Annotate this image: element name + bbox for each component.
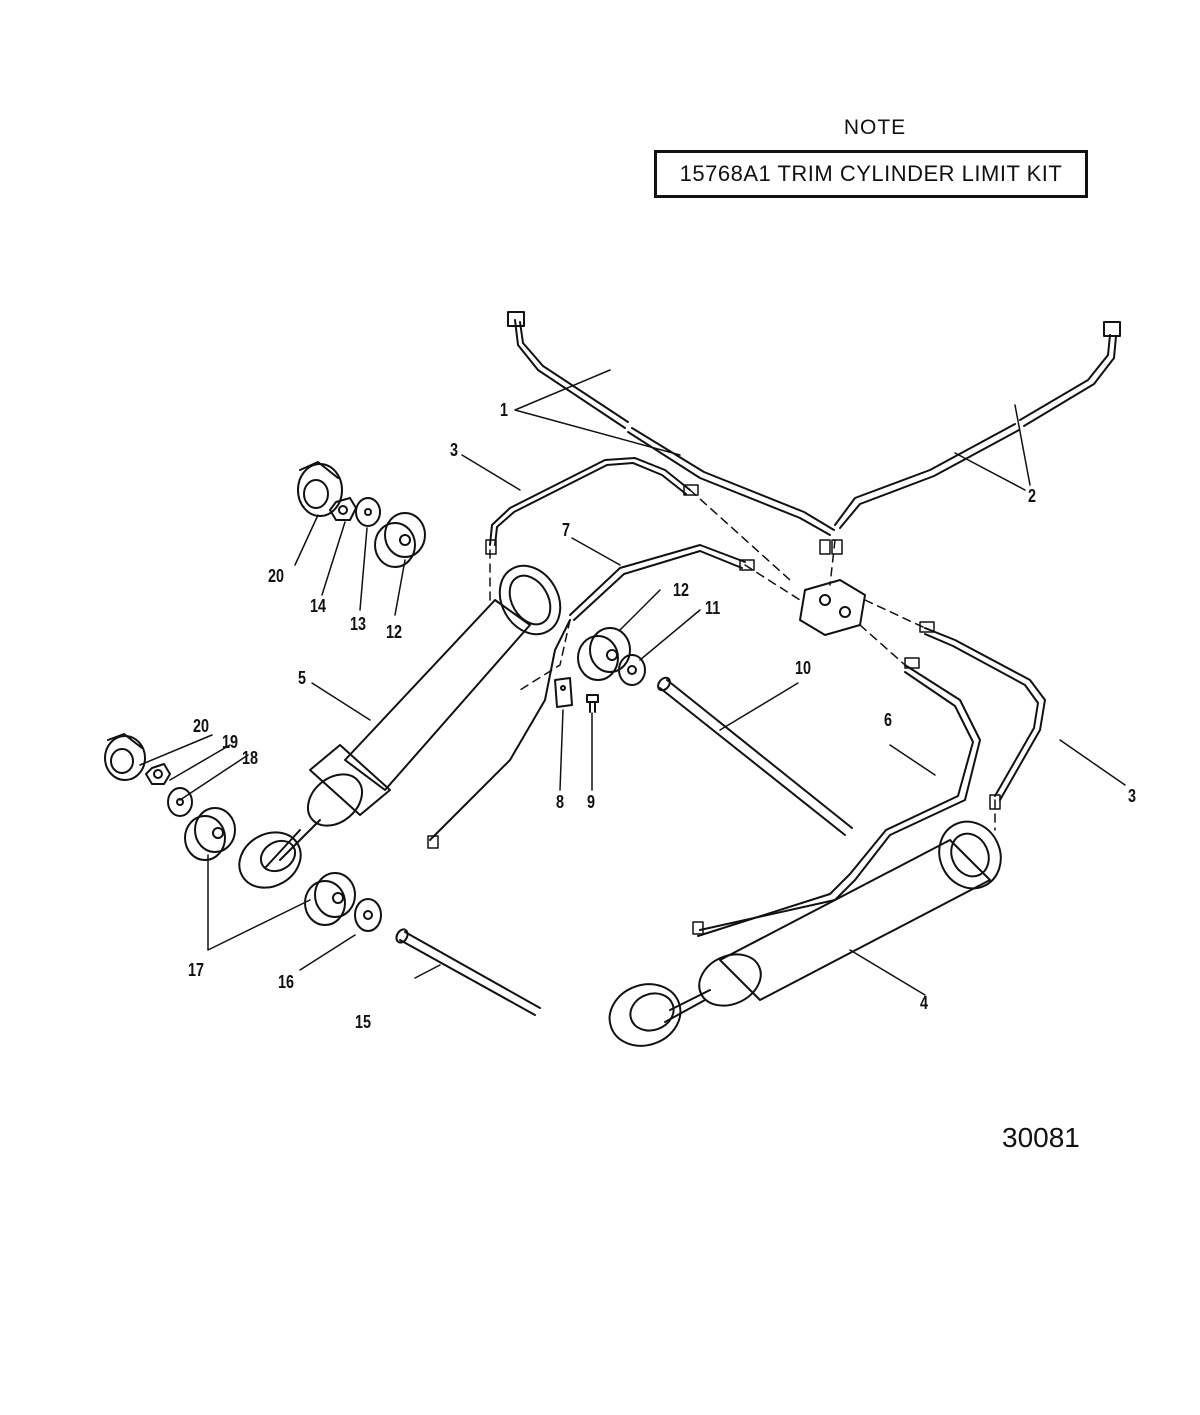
callout-12-upper: 12 xyxy=(386,622,403,642)
callout-3-upper: 3 xyxy=(450,440,459,460)
pin-10 xyxy=(657,676,853,836)
bushing-17-upper xyxy=(184,807,236,861)
hose-7 xyxy=(429,544,746,841)
callout-3-right: 3 xyxy=(1128,786,1137,806)
callout-4: 4 xyxy=(920,993,929,1013)
callout-20-lower: 20 xyxy=(193,716,210,736)
callout-1: 1 xyxy=(500,400,509,420)
callout-17: 17 xyxy=(188,960,205,980)
bushing-17-lower xyxy=(304,872,356,926)
rod-eye-5 xyxy=(238,831,302,889)
trim-cylinder-4 xyxy=(664,820,1002,1023)
callout-13: 13 xyxy=(350,614,367,634)
plate-8 xyxy=(554,677,573,708)
callout-7: 7 xyxy=(562,520,571,540)
callout-11: 11 xyxy=(705,598,721,618)
callout-10: 10 xyxy=(795,658,812,678)
callout-15: 15 xyxy=(355,1012,372,1032)
callout-9: 9 xyxy=(587,792,596,812)
nut-14 xyxy=(329,497,357,521)
fittings xyxy=(427,484,1001,935)
nut-19 xyxy=(145,763,171,785)
callout-18: 18 xyxy=(242,748,259,768)
callout-8: 8 xyxy=(556,792,565,812)
screw-9 xyxy=(586,694,599,713)
hose-1 xyxy=(507,311,835,536)
tube-3-upper xyxy=(489,457,691,546)
callout-5: 5 xyxy=(298,668,307,688)
callout-14: 14 xyxy=(310,596,327,616)
callout-16: 16 xyxy=(278,972,295,992)
callout-20-upper: 20 xyxy=(268,566,285,586)
rod-eye-4 xyxy=(608,983,682,1047)
drawing-number: 30081 xyxy=(1002,1122,1080,1153)
callout-19: 19 xyxy=(222,732,239,752)
washer-18 xyxy=(167,787,193,817)
washer-13 xyxy=(355,497,381,527)
cap-20-upper xyxy=(297,461,343,517)
washer-11 xyxy=(618,654,646,686)
cap-20-lower xyxy=(104,733,146,781)
pin-15 xyxy=(395,928,541,1016)
callout-12-mid: 12 xyxy=(673,580,690,600)
manifold-block xyxy=(799,579,866,636)
leader-lines xyxy=(139,369,1126,996)
tube-3-right xyxy=(924,627,1046,801)
note-title: NOTE xyxy=(843,116,907,139)
bushing-12-mid xyxy=(577,627,631,681)
bushing-12-upper xyxy=(374,512,426,568)
trim-cylinder-5 xyxy=(264,564,562,869)
callout-6: 6 xyxy=(884,710,893,730)
hose-6 xyxy=(697,664,981,937)
washer-16 xyxy=(354,898,382,932)
callout-2: 2 xyxy=(1028,486,1037,506)
kit-note-box: 15768A1 TRIM CYLINDER LIMIT KIT xyxy=(654,150,1088,198)
hose-2 xyxy=(834,321,1121,529)
